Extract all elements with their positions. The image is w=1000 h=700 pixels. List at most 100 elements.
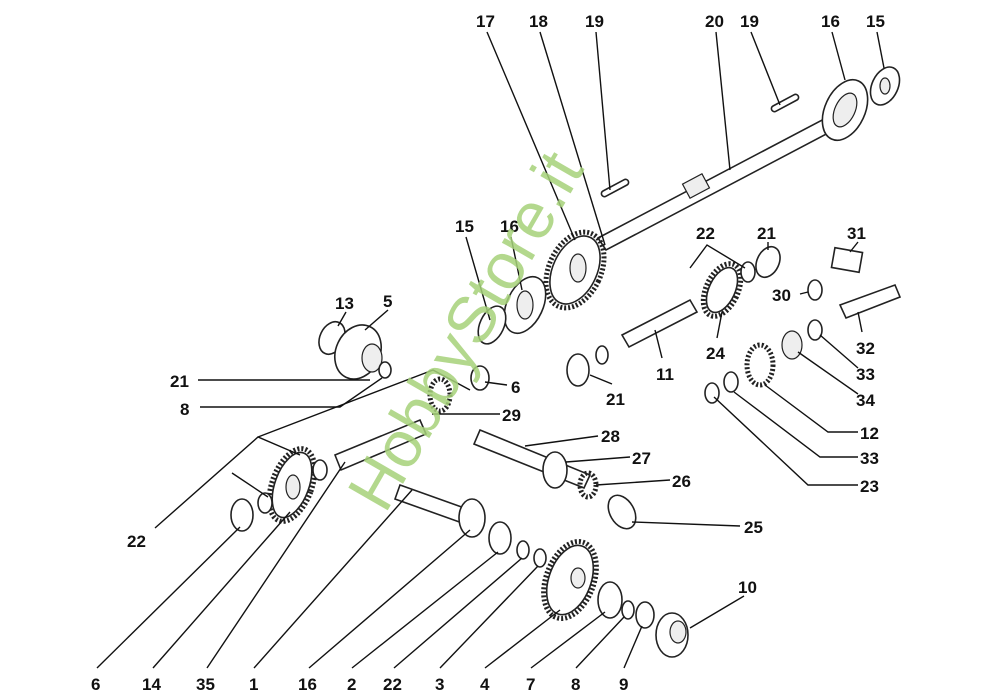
callout-19: 19 <box>740 12 759 31</box>
gear-24-body <box>705 266 739 314</box>
callout-21: 21 <box>757 224 776 243</box>
gear-17-hub <box>569 253 587 283</box>
callout-29: 29 <box>502 406 521 425</box>
lower-shaft-assembly <box>230 418 689 658</box>
callout-12: 12 <box>860 424 879 443</box>
ring-mid <box>595 345 609 365</box>
callout-15: 15 <box>866 12 885 31</box>
gear-24 <box>700 261 744 319</box>
left-housing-assembly <box>318 320 490 414</box>
gear-17 <box>543 229 607 311</box>
callout-5: 5 <box>383 292 392 311</box>
ring-22-right <box>740 261 756 283</box>
callout-35: 35 <box>196 675 215 694</box>
callout-4: 4 <box>480 675 490 694</box>
callout-11: 11 <box>656 365 674 384</box>
callout-1: 1 <box>249 675 258 694</box>
callout-26: 26 <box>672 472 691 491</box>
callout-7: 7 <box>526 675 535 694</box>
callout-27: 27 <box>632 449 651 468</box>
shaft-35 <box>333 418 428 472</box>
key-19b <box>600 178 630 198</box>
callout-33: 33 <box>856 365 875 384</box>
callout-6: 6 <box>91 675 100 694</box>
callout-22: 22 <box>383 675 402 694</box>
needle-bearing-34 <box>781 330 803 360</box>
callout-16: 16 <box>500 217 519 236</box>
pin-32 <box>838 283 902 320</box>
seal-15-inner <box>879 77 891 95</box>
bearing-16-mid-inner <box>516 290 534 320</box>
shaft-28 <box>472 428 592 490</box>
callout-32: 32 <box>856 339 875 358</box>
circlip-25 <box>607 494 637 530</box>
bearing-7 <box>597 581 623 619</box>
callout-8: 8 <box>180 400 189 419</box>
gear-29 <box>427 376 453 414</box>
shaft-11 <box>620 298 699 349</box>
gear-4 <box>541 539 599 621</box>
callout-21: 21 <box>606 390 625 409</box>
callout-17: 17 <box>476 12 495 31</box>
callout-19: 19 <box>585 12 604 31</box>
bearing-6-left <box>230 498 254 532</box>
gear-14 <box>266 446 318 524</box>
ring-30 <box>807 279 823 301</box>
gear-4-hub <box>570 567 586 589</box>
gear-14-hub <box>285 474 301 500</box>
spline-section <box>681 172 711 200</box>
ring-8-low <box>621 600 635 620</box>
callout-33: 33 <box>860 449 879 468</box>
plate-31 <box>830 246 864 274</box>
callout-9: 9 <box>619 675 628 694</box>
callout-13: 13 <box>335 294 354 313</box>
ring-22-low <box>516 540 530 560</box>
callout-31: 31 <box>847 224 866 243</box>
callout-18: 18 <box>529 12 548 31</box>
ring-3 <box>533 548 547 568</box>
bearing-16-low <box>458 498 486 538</box>
bearing-21-mid <box>566 353 590 387</box>
callout-30: 30 <box>772 286 791 305</box>
ring-22-left <box>257 492 273 514</box>
callout-16: 16 <box>298 675 317 694</box>
gear-4-body <box>545 544 595 616</box>
callout-22: 22 <box>127 532 146 551</box>
countershaft-assembly <box>566 245 902 404</box>
callout-3: 3 <box>435 675 444 694</box>
washer-9 <box>635 601 655 629</box>
ring-left <box>312 459 328 481</box>
seal-15-mid <box>477 305 507 345</box>
bearing-21-right <box>755 245 781 279</box>
callout-28: 28 <box>601 427 620 446</box>
callout-21: 21 <box>170 372 189 391</box>
bearing-6-mid <box>470 365 490 391</box>
gear-12 <box>744 342 776 388</box>
pulley-10-hub <box>669 620 687 644</box>
callout-10: 10 <box>738 578 757 597</box>
callout-14: 14 <box>142 675 161 694</box>
callout-20: 20 <box>705 12 724 31</box>
main-shaft-assembly <box>477 66 901 345</box>
bearing-27 <box>542 451 568 489</box>
bearing-21-left <box>361 343 383 373</box>
callout-2: 2 <box>347 675 356 694</box>
callout-22: 22 <box>696 224 715 243</box>
bearing-16-inner <box>832 92 858 128</box>
callout-15: 15 <box>455 217 474 236</box>
callout-25: 25 <box>744 518 763 537</box>
leader-lines <box>96 31 885 669</box>
shaft-20 <box>596 116 836 252</box>
callout-24: 24 <box>706 344 725 363</box>
key-19a <box>770 93 800 113</box>
callout-8: 8 <box>571 675 580 694</box>
callout-6: 6 <box>511 378 520 397</box>
callout-labels: 17 18 19 20 19 16 15 15 16 22 21 31 13 5… <box>91 12 885 694</box>
ring-2 <box>488 521 512 555</box>
callout-23: 23 <box>860 477 879 496</box>
callout-34: 34 <box>856 391 875 410</box>
ring-8-left <box>378 361 392 379</box>
washer-33a <box>807 319 823 341</box>
